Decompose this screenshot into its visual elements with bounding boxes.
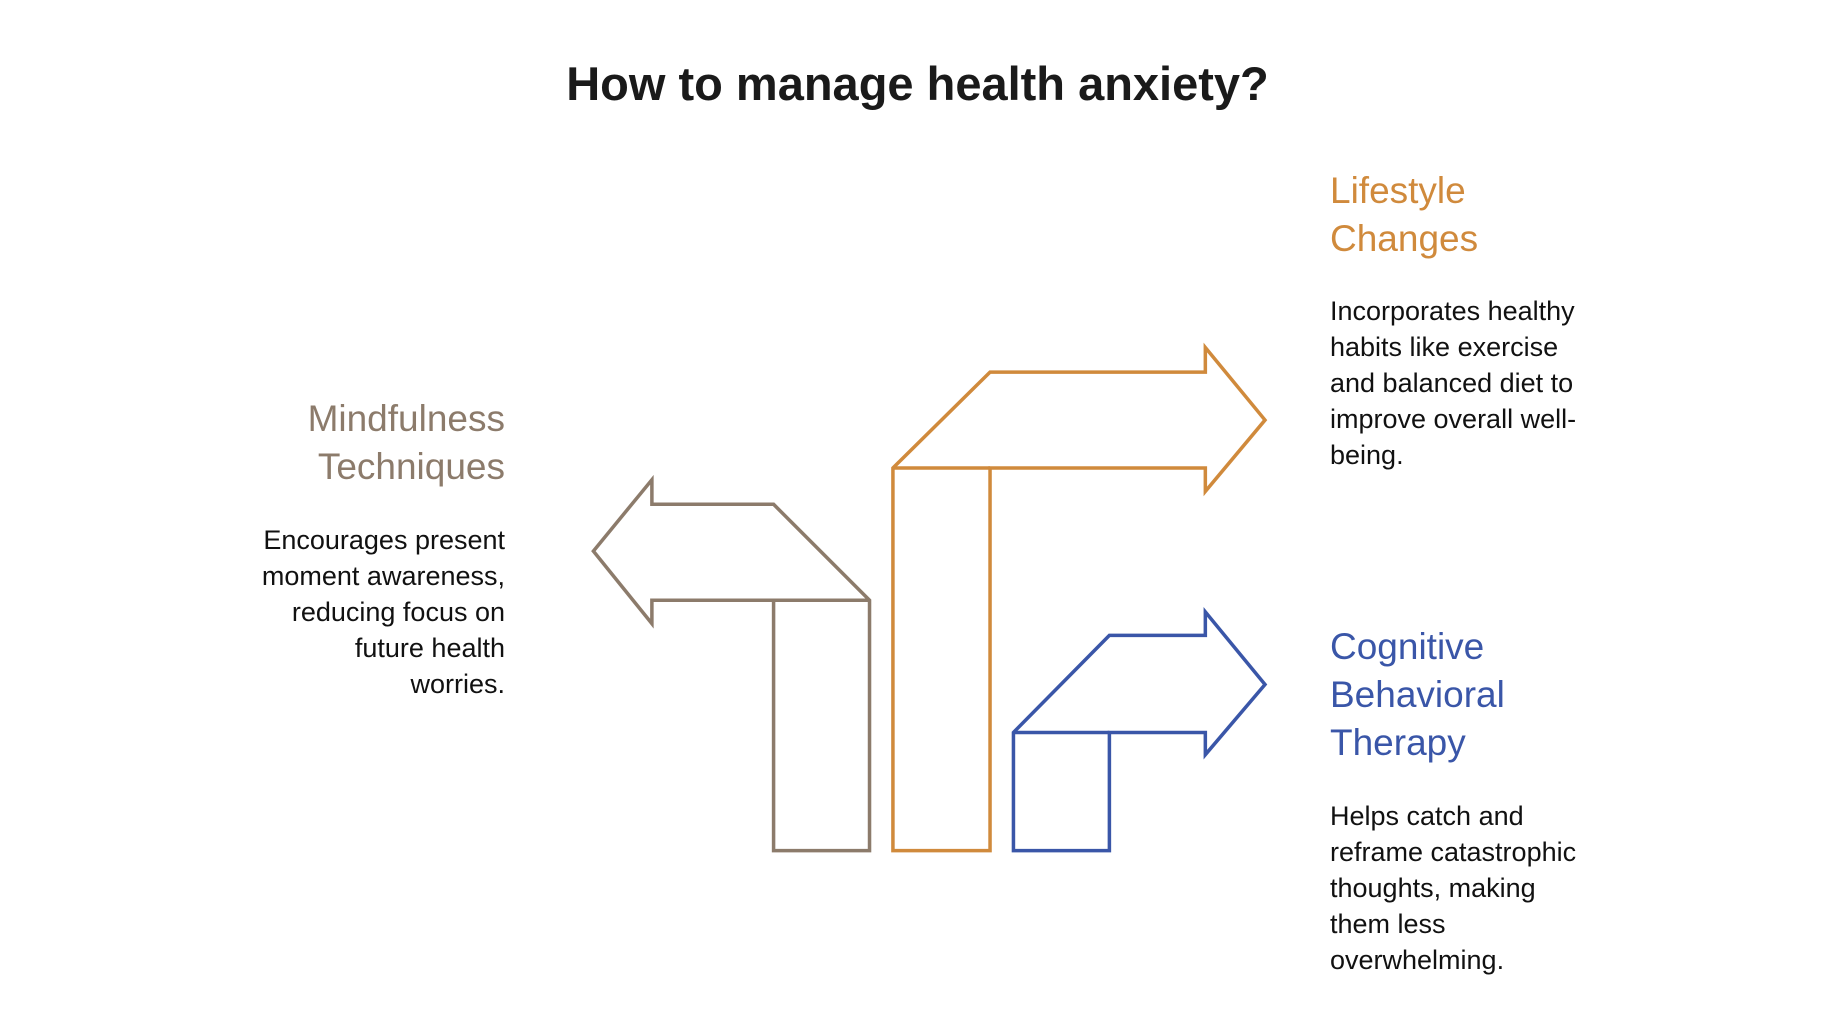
heading-line: Behavioral: [1330, 674, 1505, 715]
mindfulness-heading: Mindfulness Techniques: [205, 395, 505, 491]
body-line: overwhelming.: [1330, 945, 1505, 975]
cbt-heading: Cognitive Behavioral Therapy: [1330, 623, 1630, 767]
body-line: worries.: [410, 669, 505, 699]
body-line: Helps catch and: [1330, 801, 1524, 831]
body-line: Incorporates healthy: [1330, 296, 1575, 326]
body-line: habits like exercise: [1330, 332, 1559, 362]
body-line: improve overall well-: [1330, 404, 1577, 434]
body-line: moment awareness,: [261, 561, 505, 591]
heading-line: Mindfulness: [307, 398, 505, 439]
heading-line: Lifestyle: [1330, 170, 1466, 211]
body-line: reframe catastrophic: [1330, 837, 1577, 867]
heading-line: Cognitive: [1330, 626, 1485, 667]
cbt-arrow-icon: [1011, 607, 1268, 853]
heading-line: Techniques: [317, 446, 505, 487]
heading-line: Changes: [1330, 218, 1479, 259]
body-line: Encourages present: [263, 525, 505, 555]
lifestyle-description: Incorporates healthy habits like exercis…: [1330, 293, 1630, 473]
diagram-title: How to manage health anxiety?: [566, 57, 1269, 110]
body-line: thoughts, making: [1330, 873, 1536, 903]
body-line: reducing focus on: [291, 597, 505, 627]
body-line: future health: [354, 633, 505, 663]
body-line: them less: [1330, 909, 1446, 939]
mindfulness-description: Encourages present moment awareness, red…: [205, 522, 505, 702]
mindfulness-arrow-icon: [591, 474, 872, 853]
lifestyle-arrow-icon: [891, 342, 1268, 853]
lifestyle-heading: Lifestyle Changes: [1330, 167, 1630, 263]
cbt-description: Helps catch and reframe catastrophic tho…: [1330, 798, 1630, 978]
body-line: and balanced diet to: [1330, 368, 1574, 398]
body-line: being.: [1330, 440, 1404, 470]
heading-line: Therapy: [1330, 722, 1466, 763]
